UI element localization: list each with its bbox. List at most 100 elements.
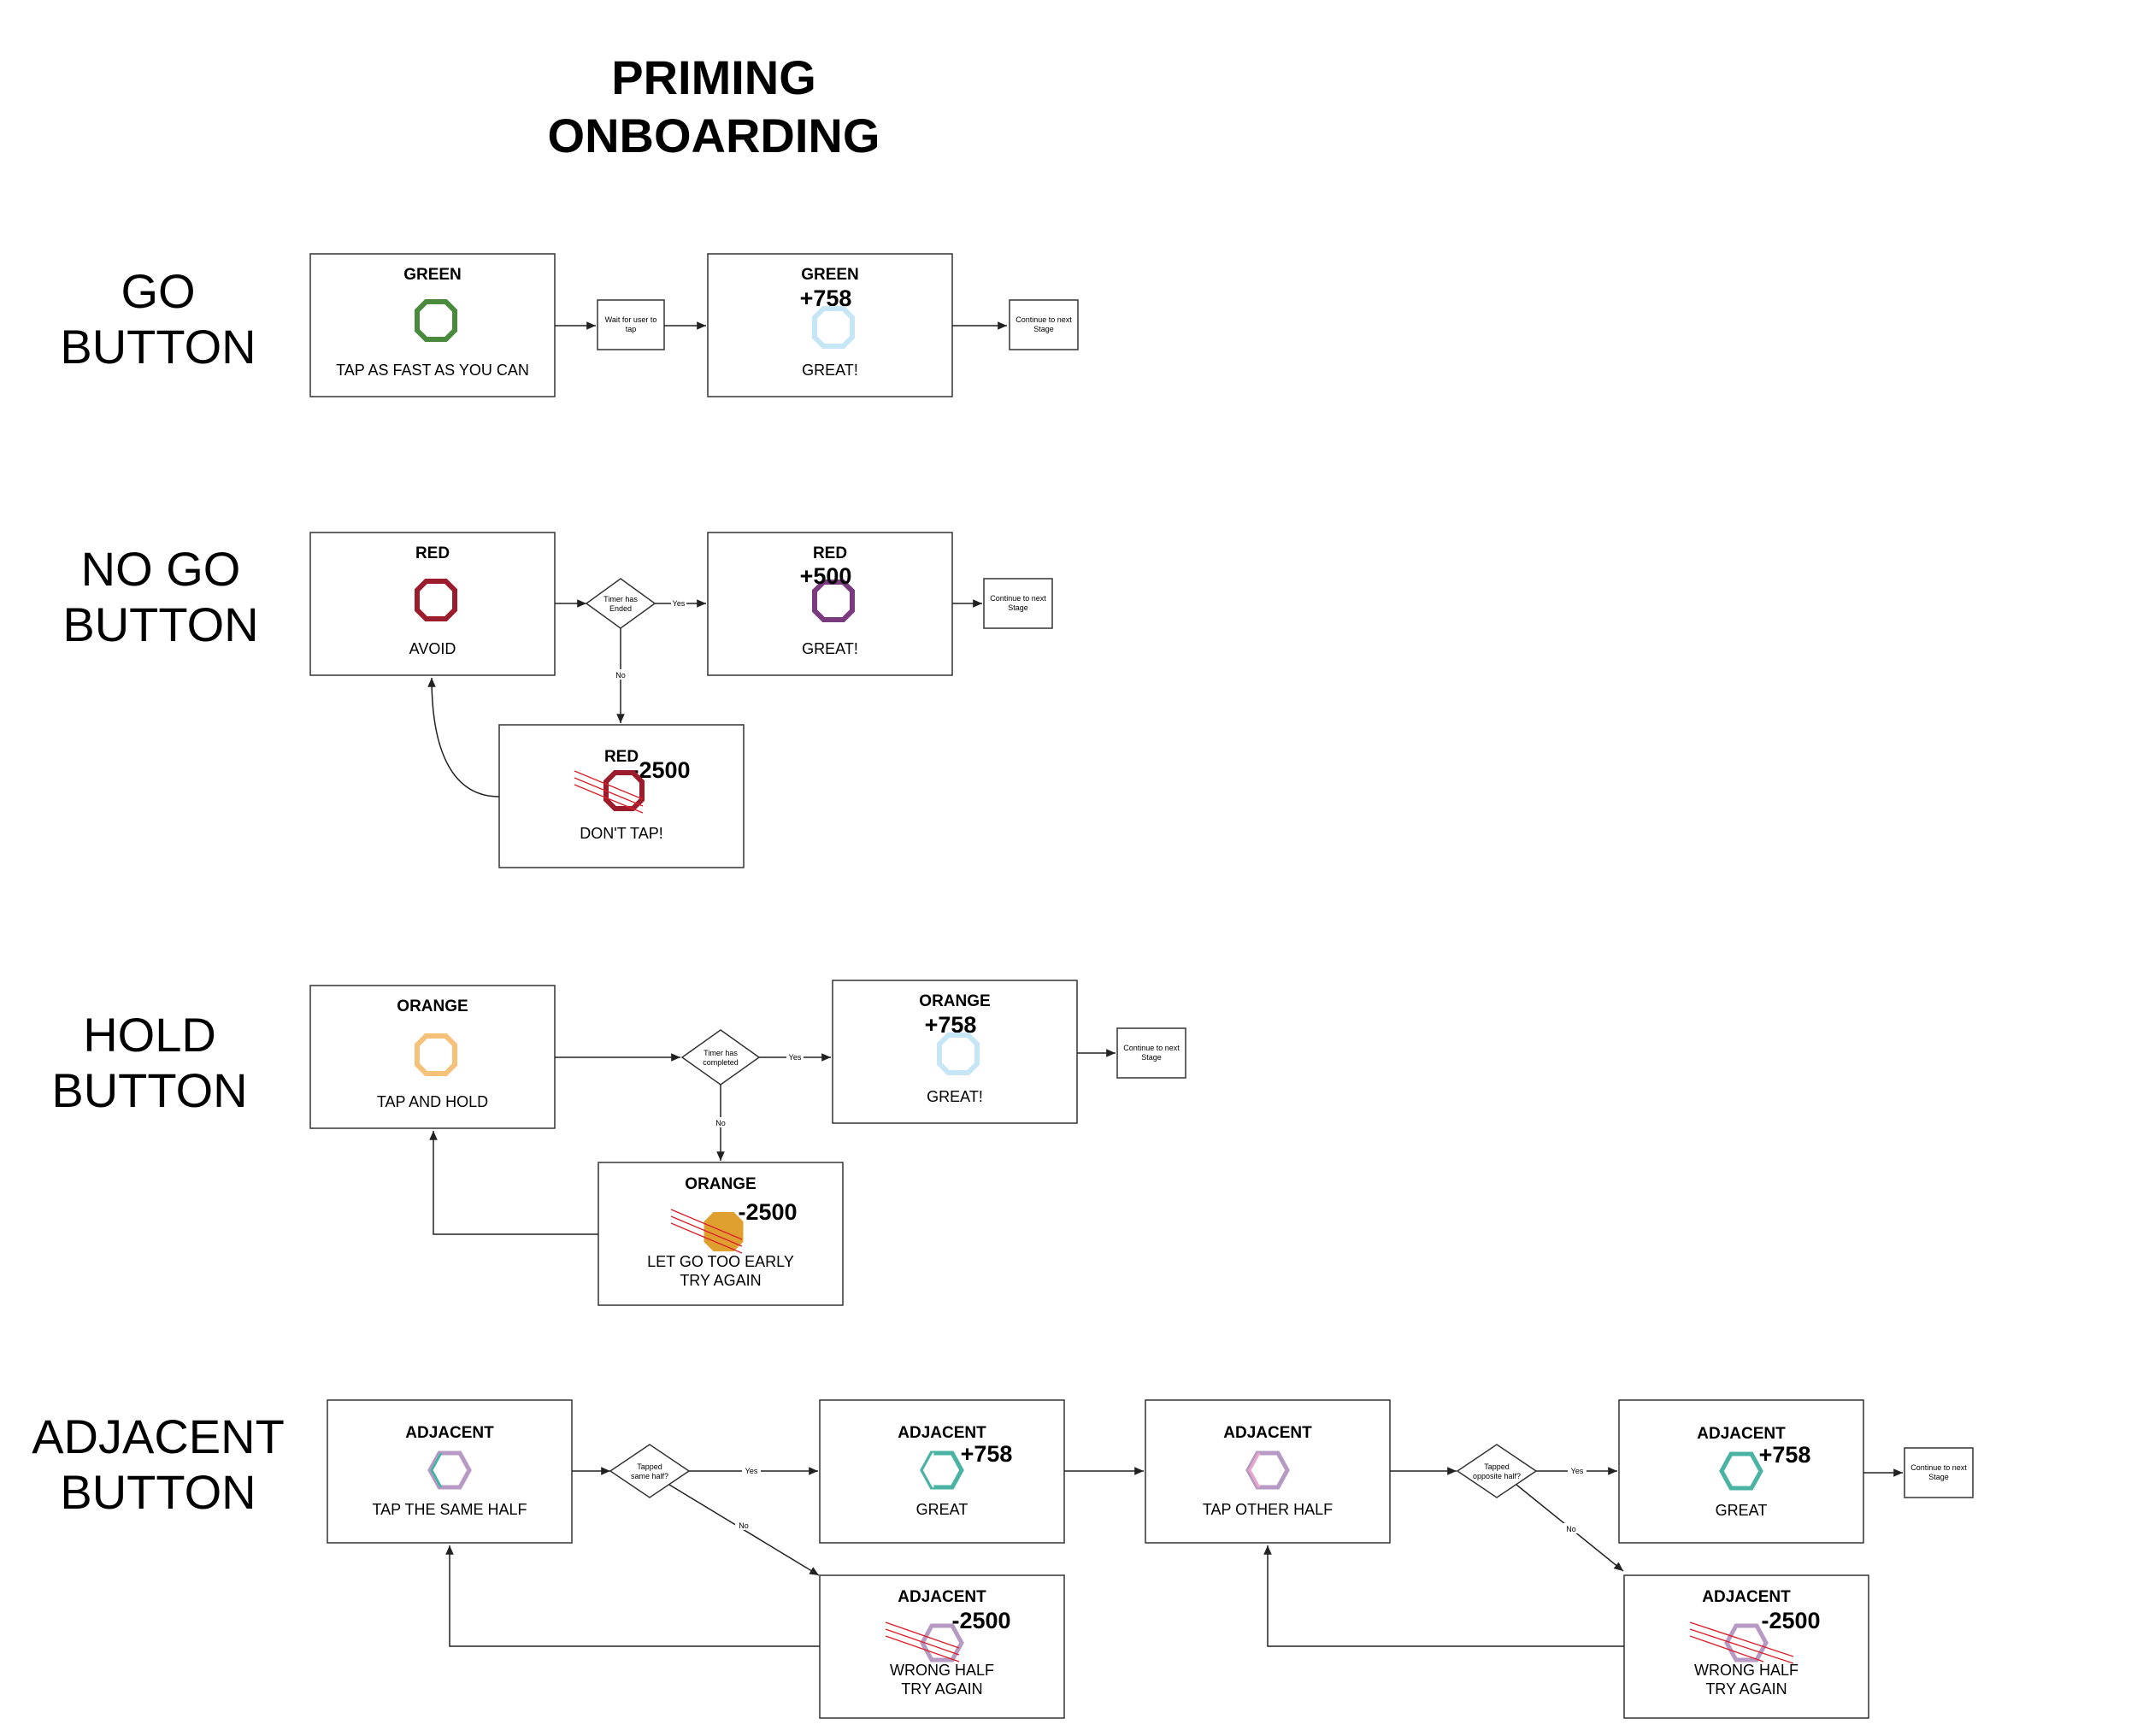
box-caption-1: LET GO TOO EARLY	[647, 1253, 794, 1270]
section-label-nogo-1: NO GO	[81, 542, 241, 596]
strike-lines	[574, 770, 644, 814]
box-caption: TAP THE SAME HALF	[372, 1501, 527, 1518]
nogo-success-box: RED +500 GREAT!	[707, 532, 953, 676]
go-success-box: GREEN +758 GREAT!	[707, 253, 953, 397]
box-caption-1: WRONG HALF	[1694, 1662, 1798, 1679]
strike-lines	[670, 1209, 743, 1254]
hold-decision: Timer has completed	[680, 1029, 761, 1086]
adjacent-success-box-2: ADJACENT +758 GREAT	[1618, 1399, 1864, 1544]
red-octagon-icon	[415, 579, 457, 621]
strike-lines	[1689, 1621, 1794, 1664]
green-octagon-icon	[415, 299, 457, 342]
score-label: +758	[1759, 1442, 1811, 1468]
adjacent-fail-box-2: ADJACENT -2500 WRONG HALF TRY AGAIN	[1623, 1574, 1869, 1719]
title-line-2: ONBOARDING	[548, 109, 880, 162]
nogo-next-box: Continue to next Stage	[983, 578, 1053, 629]
go-next-box: Continue to next Stage	[1009, 299, 1079, 350]
orange-octagon-icon	[415, 1033, 457, 1076]
edge-label-yes: Yes	[789, 1053, 802, 1062]
box-caption-1: WRONG HALF	[890, 1662, 994, 1679]
box-caption-2: TRY AGAIN	[901, 1680, 982, 1698]
crossed-hexagon-icon	[920, 1623, 964, 1662]
box-caption: GREAT	[916, 1501, 968, 1518]
box-caption: AVOID	[409, 640, 456, 657]
teal-hexagon-icon	[1719, 1451, 1763, 1491]
box-caption: GREAT!	[802, 362, 858, 379]
score-label: -2500	[1761, 1608, 1820, 1633]
box-title: ADJACENT	[898, 1588, 986, 1606]
next-line-2: Stage	[1141, 1053, 1162, 1062]
half-hexagon-icon	[427, 1451, 472, 1490]
hold-start-box: ORANGE TAP AND HOLD	[309, 985, 556, 1129]
section-label-nogo-2: BUTTON	[62, 597, 258, 651]
decision-line-2: opposite half?	[1473, 1472, 1521, 1480]
score-label: -2500	[951, 1608, 1010, 1633]
nogo-decision: Timer has Ended	[585, 578, 656, 629]
strike-lines	[885, 1621, 960, 1662]
title-line-1: PRIMING	[611, 50, 816, 104]
decision-line-1: Tapped	[1484, 1462, 1510, 1471]
teal-half-hexagon-icon	[920, 1451, 964, 1490]
adjacent-fail-box-1: ADJACENT -2500 WRONG HALF TRY AGAIN	[819, 1574, 1065, 1719]
score-label: +758	[961, 1441, 1013, 1467]
adjacent-other-box: ADJACENT TAP OTHER HALF	[1145, 1399, 1391, 1544]
decision-line-1: Tapped	[637, 1462, 662, 1471]
next-line-2: Stage	[1008, 603, 1028, 612]
wait-line-1: Wait for user to	[605, 315, 657, 324]
adjacent-success-box-1: ADJACENT +758 GREAT	[819, 1399, 1065, 1544]
box-title: RED	[604, 748, 639, 766]
section-label-adjacent-2: BUTTON	[60, 1465, 256, 1519]
adjacent-next-box: Continue to next Stage	[1904, 1447, 1974, 1498]
box-title: RED	[813, 544, 847, 562]
section-label-go-1: GO	[121, 264, 195, 318]
hold-success-box: ORANGE +758 GREAT!	[832, 980, 1078, 1124]
decision-line-2: same half?	[631, 1472, 668, 1480]
decision-line-1: Timer has	[704, 1049, 738, 1057]
light-blue-octagon-icon	[937, 1033, 980, 1075]
edge-label-no: No	[1566, 1525, 1576, 1533]
box-title: ORANGE	[685, 1175, 756, 1193]
section-label-hold-2: BUTTON	[51, 1063, 247, 1117]
section-label-hold-1: HOLD	[83, 1008, 216, 1062]
edge-label-no: No	[739, 1521, 749, 1530]
box-title: ADJACENT	[1702, 1588, 1791, 1606]
score-label: +500	[800, 563, 852, 589]
hold-next-box: Continue to next Stage	[1116, 1027, 1186, 1079]
box-title: RED	[415, 544, 450, 562]
adjacent-decision-2: Tapped opposite half?	[1456, 1444, 1538, 1498]
purple-octagon-icon	[812, 580, 855, 622]
half-hexagon-icon	[1245, 1451, 1290, 1490]
box-title: ADJACENT	[1223, 1424, 1312, 1442]
box-caption: TAP AS FAST AS YOU CAN	[336, 362, 529, 379]
next-line-2: Stage	[1033, 325, 1054, 333]
box-title: GREEN	[801, 266, 859, 284]
box-caption: TAP AND HOLD	[377, 1093, 488, 1110]
decision-line-2: Ended	[609, 604, 632, 613]
next-line-2: Stage	[1928, 1473, 1949, 1481]
next-line-1: Continue to next	[1016, 315, 1072, 324]
decision-line-2: completed	[703, 1058, 739, 1067]
wait-line-2: tap	[626, 325, 637, 333]
next-line-1: Continue to next	[1123, 1044, 1180, 1052]
decision-line-1: Timer has	[603, 595, 638, 603]
section-label-adjacent-1: ADJACENT	[32, 1409, 285, 1463]
score-label: -2500	[738, 1199, 797, 1225]
next-line-1: Continue to next	[990, 594, 1046, 603]
nogo-fail-box: RED -2500 DON'T TAP!	[498, 724, 745, 868]
edge-label-yes: Yes	[673, 599, 686, 608]
edge-label-no: No	[615, 671, 626, 680]
edge-label-yes: Yes	[1571, 1467, 1584, 1475]
crossed-hexagon-icon	[1724, 1623, 1769, 1662]
adjacent-decision-1: Tapped same half?	[609, 1444, 691, 1498]
box-title: ORANGE	[919, 992, 990, 1010]
box-caption: GREAT	[1716, 1502, 1768, 1519]
box-caption: TAP OTHER HALF	[1203, 1501, 1333, 1518]
box-caption-2: TRY AGAIN	[1705, 1680, 1787, 1698]
edge-label-no: No	[715, 1119, 726, 1127]
section-label-go-2: BUTTON	[60, 320, 256, 374]
box-caption: DON'T TAP!	[580, 825, 662, 842]
box-title: ORANGE	[397, 997, 468, 1015]
hold-fail-box: ORANGE -2500 LET GO TOO EARLY TRY AGAIN	[598, 1162, 844, 1306]
light-blue-octagon-icon	[812, 306, 855, 349]
